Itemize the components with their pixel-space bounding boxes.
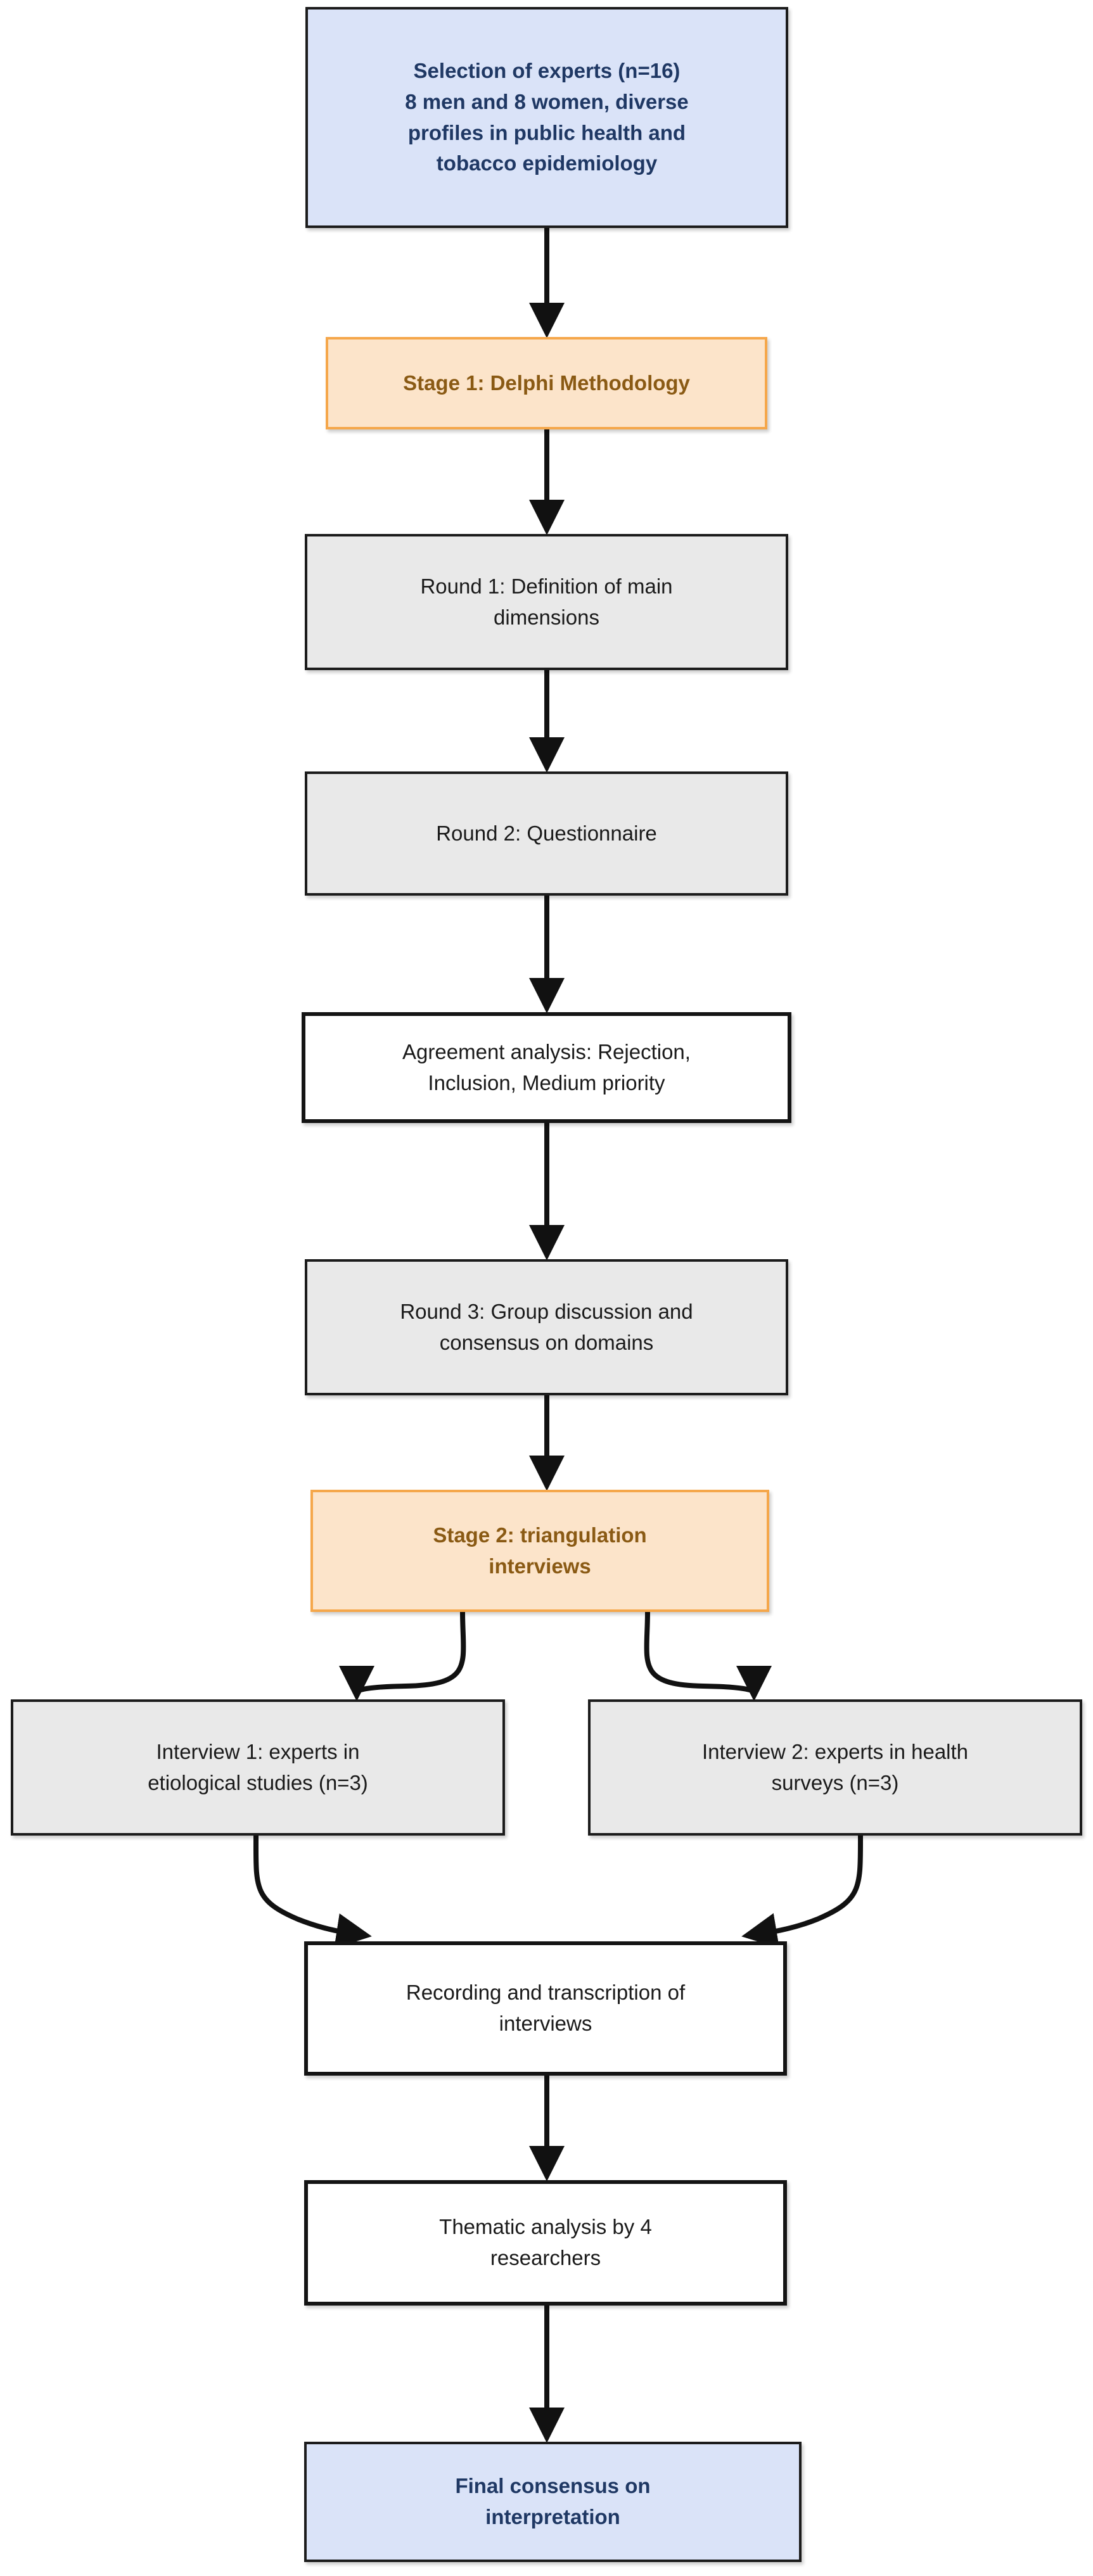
node-agreement-analysis[interactable]: Agreement analysis: Rejection, Inclusion… bbox=[302, 1012, 791, 1123]
node-label: Interview 1: experts in etiological stud… bbox=[148, 1739, 368, 1794]
node-recording-and-transcription[interactable]: Recording and transcription of interview… bbox=[304, 1941, 787, 2076]
edge-interview1-to-recording bbox=[253, 1835, 372, 1949]
edge-stage2-to-interview1 bbox=[339, 1611, 466, 1701]
node-round-1-definition-of-main-dimensions[interactable]: Round 1: Definition of main dimensions bbox=[305, 534, 788, 670]
node-round-3-group-discussion[interactable]: Round 3: Group discussion and consensus … bbox=[305, 1259, 788, 1395]
node-stage-1-delphi-methodology[interactable]: Stage 1: Delphi Methodology bbox=[326, 337, 767, 429]
node-thematic-analysis[interactable]: Thematic analysis by 4 researchers bbox=[304, 2180, 787, 2306]
node-label: Round 3: Group discussion and consensus … bbox=[400, 1299, 693, 1354]
node-label: Thematic analysis by 4 researchers bbox=[439, 2215, 652, 2269]
node-label: Selection of experts (n=16) 8 men and 8 … bbox=[405, 58, 689, 175]
node-label: Stage 1: Delphi Methodology bbox=[403, 371, 690, 395]
node-final-consensus-on-interpretation[interactable]: Final consensus on interpretation bbox=[304, 2442, 802, 2562]
edge-stage2-to-interview2 bbox=[644, 1611, 772, 1701]
node-interview-1-etiological-studies[interactable]: Interview 1: experts in etiological stud… bbox=[11, 1699, 505, 1836]
node-label: Interview 2: experts in health surveys (… bbox=[701, 1739, 969, 1794]
node-selection-of-experts[interactable]: Selection of experts (n=16) 8 men and 8 … bbox=[305, 7, 788, 228]
node-round-2-questionnaire[interactable]: Round 2: Questionnaire bbox=[305, 771, 788, 896]
node-label: Recording and transcription of interview… bbox=[406, 1981, 686, 2035]
node-label: Final consensus on interpretation bbox=[455, 2474, 651, 2528]
node-stage-2-triangulation-interviews[interactable]: Stage 2: triangulation interviews bbox=[310, 1490, 769, 1612]
edge-interview2-to-recording bbox=[741, 1835, 864, 1948]
node-label: Agreement analysis: Rejection, Inclusion… bbox=[402, 1039, 691, 1094]
node-label: Round 1: Definition of main dimensions bbox=[420, 574, 673, 629]
node-label: Round 2: Questionnaire bbox=[436, 821, 657, 845]
node-interview-2-health-surveys[interactable]: Interview 2: experts in health surveys (… bbox=[588, 1699, 1082, 1836]
node-label: Stage 2: triangulation interviews bbox=[433, 1523, 647, 1578]
